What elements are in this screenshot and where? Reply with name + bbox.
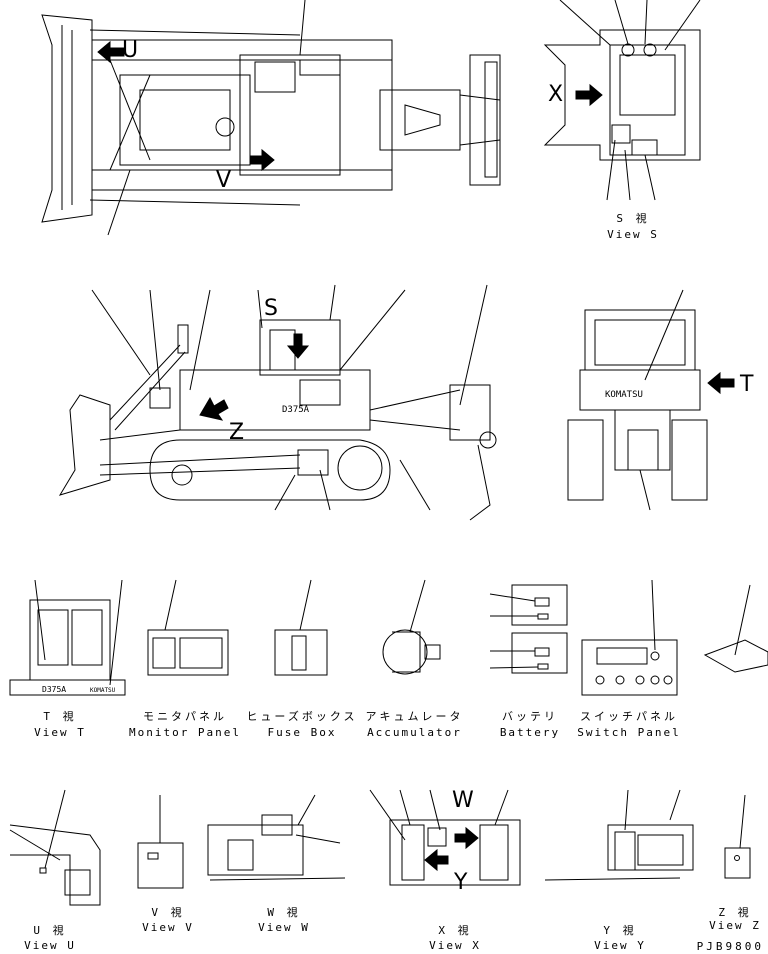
view-x-jp-label: X 視 xyxy=(438,924,472,937)
monitor-panel-drawing xyxy=(147,579,229,676)
arrow-w-icon xyxy=(454,826,479,850)
accumulator-jp-label: アキュムレータ xyxy=(365,710,464,723)
view-u-en-label: View U xyxy=(24,939,76,952)
drawing-code: PJB9800 xyxy=(696,940,764,953)
view-t-drawing: D375A KOMATSU xyxy=(9,579,126,696)
arrow-u-icon xyxy=(97,40,125,64)
view-x-en-label: View X xyxy=(429,939,481,952)
monitor-panel-en-label: Monitor Panel xyxy=(128,726,242,739)
view-v-en-label: View V xyxy=(142,921,194,934)
view-v-jp-label: V 視 xyxy=(151,906,185,919)
accumulator-drawing xyxy=(382,579,441,675)
top-plan-view xyxy=(41,0,501,236)
letter-t: T xyxy=(740,372,754,397)
letter-u: U xyxy=(122,38,139,63)
view-s-jp-label: S 視 xyxy=(616,212,650,225)
side-model-marking: D375A xyxy=(282,405,310,415)
view-y-drawing xyxy=(544,789,694,881)
letter-v: V xyxy=(216,168,232,193)
view-w-jp-label: W 視 xyxy=(267,906,301,919)
letter-x: X xyxy=(548,82,564,107)
rear-view: KOMATSU xyxy=(567,289,708,511)
view-t-en-label: View T xyxy=(34,726,86,739)
letter-z: Z xyxy=(229,420,245,445)
view-z-en-label: View Z xyxy=(709,919,761,932)
view-y-en-label: View Y xyxy=(594,939,646,952)
view-t-jp-label: T 視 xyxy=(43,710,77,723)
switch-panel-jp-label: スイッチパネル xyxy=(580,710,678,723)
fuse-box-jp-label: ヒューズボックス xyxy=(246,710,358,723)
battery-en-label: Battery xyxy=(499,726,561,739)
view-w-en-label: View W xyxy=(258,921,310,934)
view-t-brand-marking: KOMATSU xyxy=(90,687,116,694)
view-z-jp-label: Z 視 xyxy=(718,906,752,919)
arrow-t-icon xyxy=(707,371,735,395)
view-s-drawing xyxy=(543,0,701,201)
fuse-box-drawing xyxy=(274,579,328,676)
monitor-panel-jp-label: モニタパネル xyxy=(143,710,227,723)
letter-y: Y xyxy=(454,870,468,895)
view-x-drawing xyxy=(369,789,521,886)
arrow-s-icon xyxy=(286,333,310,359)
accumulator-en-label: Accumulator xyxy=(367,726,462,739)
arrow-x-icon xyxy=(575,83,603,107)
arrow-v-icon xyxy=(249,148,275,172)
fuse-box-en-label: Fuse Box xyxy=(267,726,337,739)
view-u-drawing xyxy=(9,789,101,906)
switch-panel-en-label: Switch Panel xyxy=(577,726,681,739)
side-view: D375A xyxy=(58,284,497,521)
switch-panel-drawing xyxy=(581,579,678,696)
letter-s: S xyxy=(264,296,278,321)
battery-jp-label: バッテリ xyxy=(502,710,558,723)
view-v-drawing xyxy=(137,795,184,889)
letter-w: W xyxy=(452,788,474,813)
view-w-drawing xyxy=(207,794,346,881)
rear-brand-marking: KOMATSU xyxy=(605,390,643,400)
view-s-en-label: View S xyxy=(607,228,659,241)
view-y-jp-label: Y 視 xyxy=(603,924,637,937)
view-z-drawing xyxy=(724,794,751,879)
view-t-model-marking: D375A xyxy=(42,685,66,694)
view-u-jp-label: U 視 xyxy=(33,924,67,937)
arrow-y-icon xyxy=(424,848,449,872)
battery-drawing xyxy=(489,584,568,674)
tag-drawing xyxy=(703,584,768,673)
arrow-z-icon xyxy=(199,396,229,421)
